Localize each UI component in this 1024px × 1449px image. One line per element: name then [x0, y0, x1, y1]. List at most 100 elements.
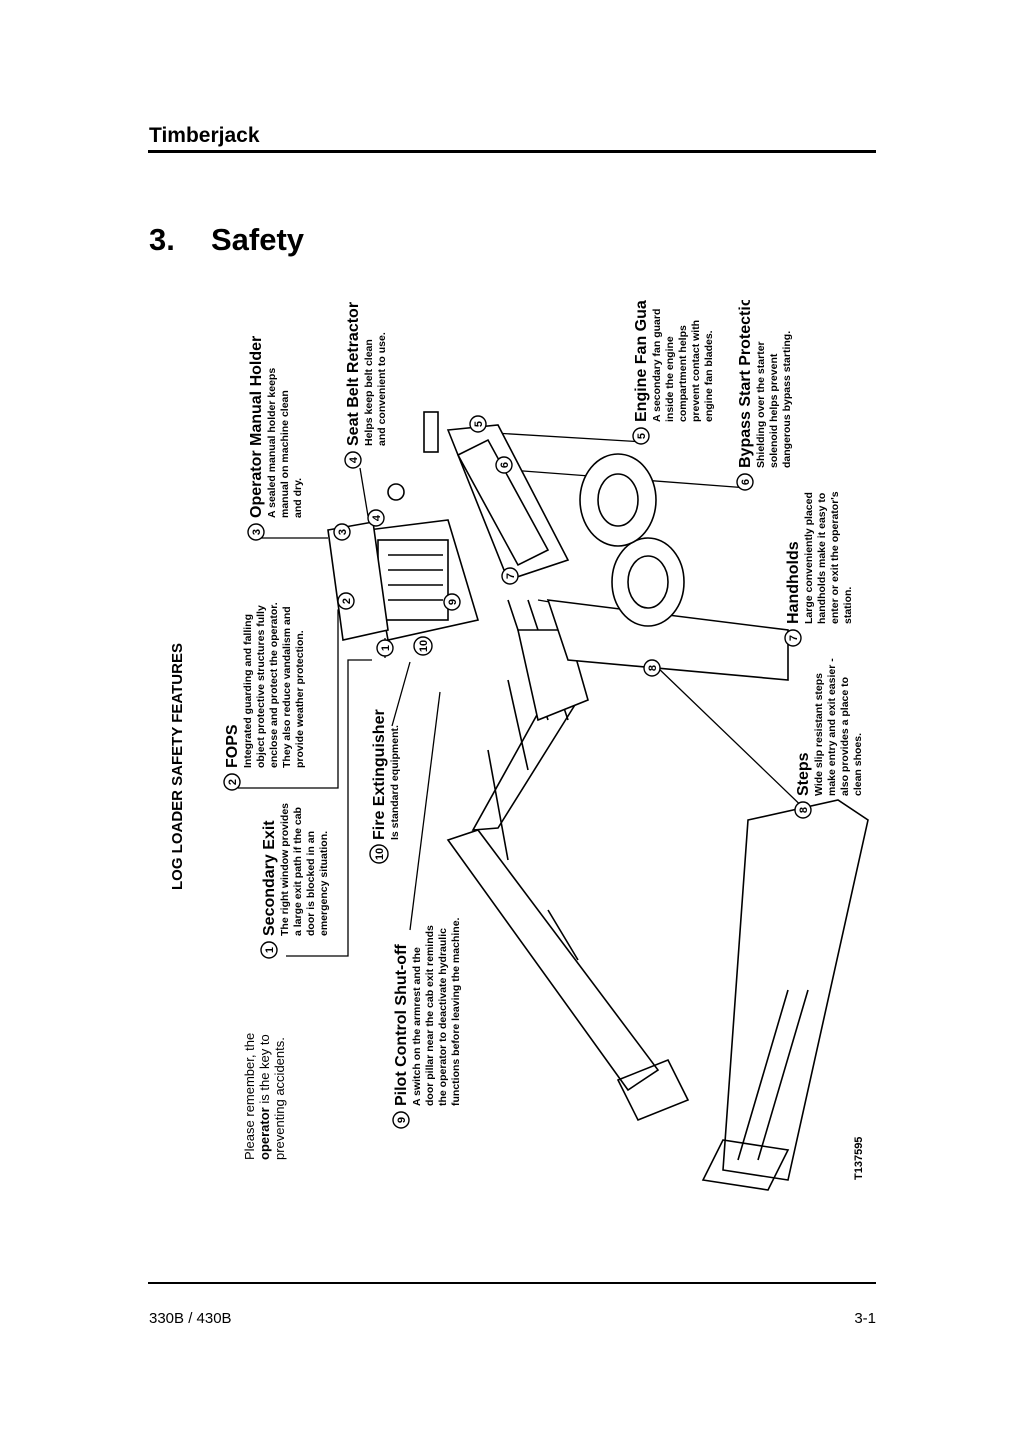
callout-7: 7	[784, 629, 802, 647]
callout-line: Wide slip resistant steps	[813, 673, 825, 796]
svg-text:10: 10	[418, 640, 430, 652]
callout-number-circle	[344, 451, 362, 469]
callout-line: manual on machine clean	[279, 390, 291, 518]
callout-number: 5	[636, 433, 648, 439]
callout-line: station.	[842, 587, 854, 624]
callout-2: 2	[223, 773, 241, 791]
callout-line: A sealed manual holder keeps	[266, 368, 278, 518]
callout-line: They also reduce vandalism and	[281, 606, 293, 768]
marker-10: 10	[413, 636, 433, 656]
boom	[446, 829, 660, 1092]
svg-text:7: 7	[505, 573, 517, 579]
safety-features-figure: 3 4 2 1 10 9 7 6 5 8 LOG LOADER SAFETY F…	[148, 284, 876, 1200]
leader-8	[655, 665, 815, 819]
trailer-frame	[722, 799, 869, 1181]
marker-5: 5	[469, 415, 487, 433]
callout-line: engine fan blades.	[703, 330, 715, 422]
engine-compartment	[446, 424, 570, 581]
reminder-bold-word: operator	[257, 1107, 272, 1160]
trailer-end	[701, 1139, 790, 1191]
reminder-line-2: operator is the key to	[257, 1034, 272, 1160]
callout-title-7: Handholds	[785, 541, 802, 624]
callout-line: enclose and protect the operator.	[268, 602, 280, 768]
carrier-frame	[546, 599, 789, 681]
callout-number: 3	[251, 529, 263, 535]
figure-id: T137595	[853, 1137, 865, 1180]
callout-number: 10	[374, 848, 386, 860]
callout-line: a large exit path if the cab	[292, 807, 304, 936]
callout-10: 10	[369, 844, 389, 864]
callout-6: 6	[736, 473, 754, 491]
page-number: 3-1	[854, 1310, 876, 1327]
grapple-head	[616, 1058, 690, 1122]
callout-3: 3	[247, 523, 265, 541]
callout-number-circle	[223, 773, 241, 791]
callout-line: The right window provides	[279, 803, 291, 936]
callout-markers: 3 4 2 1 10 9 7 6 5 8	[333, 415, 661, 677]
callout-title-5: Engine Fan Guard	[633, 300, 650, 422]
callout-line: functions before leaving the machine.	[450, 917, 462, 1106]
callout-line: compartment helps	[677, 325, 689, 422]
callout-number-circle	[392, 1111, 410, 1129]
leader-10	[391, 661, 411, 727]
callout-title-9: Pilot Control Shut-off	[393, 944, 410, 1106]
callout-5: 5	[632, 427, 650, 445]
marker-4: 4	[367, 509, 385, 527]
callout-title-2: FOPS	[224, 724, 241, 768]
air-cleaner	[387, 483, 405, 501]
marker-9: 9	[443, 593, 461, 611]
callout-line: Helps keep belt clean	[363, 339, 375, 446]
callout-number-circle	[247, 523, 265, 541]
callout-title-6: Bypass Start Protection	[737, 300, 754, 468]
callout-number-circle	[784, 629, 802, 647]
callout-number: 1	[264, 947, 276, 953]
callout-line: inside the engine	[664, 336, 676, 422]
callout-number: 9	[396, 1117, 408, 1123]
svg-text:9: 9	[447, 599, 459, 605]
svg-text:2: 2	[341, 598, 353, 604]
callout-line: A secondary fan guard	[651, 309, 663, 422]
callout-title-8: Steps	[795, 752, 812, 796]
chapter-number: 3.	[149, 222, 175, 257]
svg-text:3: 3	[337, 529, 349, 535]
callout-number: 6	[740, 479, 752, 485]
leader-1	[286, 659, 372, 957]
callout-title-1: Secondary Exit	[261, 820, 278, 936]
svg-text:1: 1	[380, 645, 392, 651]
callout-line: make entry and exit easier -	[826, 658, 838, 796]
callout-number: 2	[227, 779, 239, 785]
callout-line: A switch on the armrest and the	[411, 947, 423, 1106]
svg-text:8: 8	[647, 665, 659, 671]
callout-number-circle	[369, 844, 389, 864]
callout-number-circle	[794, 801, 812, 819]
callout-number-circle	[736, 473, 754, 491]
callout-line: Shielding over the starter	[755, 341, 767, 468]
leader-5	[477, 431, 645, 443]
callout-number: 7	[788, 635, 800, 641]
callout-title-3: Operator Manual Holder	[248, 336, 265, 518]
svg-text:5: 5	[473, 421, 485, 427]
reminder-line-3: preventing accidents.	[272, 1037, 287, 1160]
exhaust-stack	[423, 411, 439, 453]
callout-line: door is blocked in an	[305, 831, 317, 936]
callout-line: dangerous bypass starting.	[781, 331, 793, 468]
callout-line: and dry.	[292, 478, 304, 518]
svg-text:6: 6	[499, 462, 511, 468]
callout-8: 8	[794, 801, 812, 819]
marker-2: 2	[337, 592, 355, 610]
callout-line: the operator to deactivate hydraulic	[437, 928, 449, 1106]
chapter-title: Safety	[211, 222, 305, 257]
log-loader-drawing	[327, 411, 869, 1191]
footer-model: 330B / 430B	[149, 1310, 232, 1327]
callout-line: enter or exit the operator's	[829, 491, 841, 624]
callout-line: object protective structures fully	[255, 605, 267, 768]
callout-line: and convenient to use.	[376, 332, 388, 446]
callout-line: also provides a place to	[839, 677, 851, 796]
figure-svg: 3 4 2 1 10 9 7 6 5 8 LOG LOADER SAFETY F…	[169, 284, 869, 1191]
figure-heading: LOG LOADER SAFETY FEATURES	[169, 643, 186, 890]
header-rule	[148, 150, 876, 153]
callout-9: 9	[392, 1111, 410, 1129]
marker-6: 6	[495, 456, 513, 474]
marker-8: 8	[643, 659, 661, 677]
callout-title-10: Fire Extinguisher	[371, 709, 388, 840]
